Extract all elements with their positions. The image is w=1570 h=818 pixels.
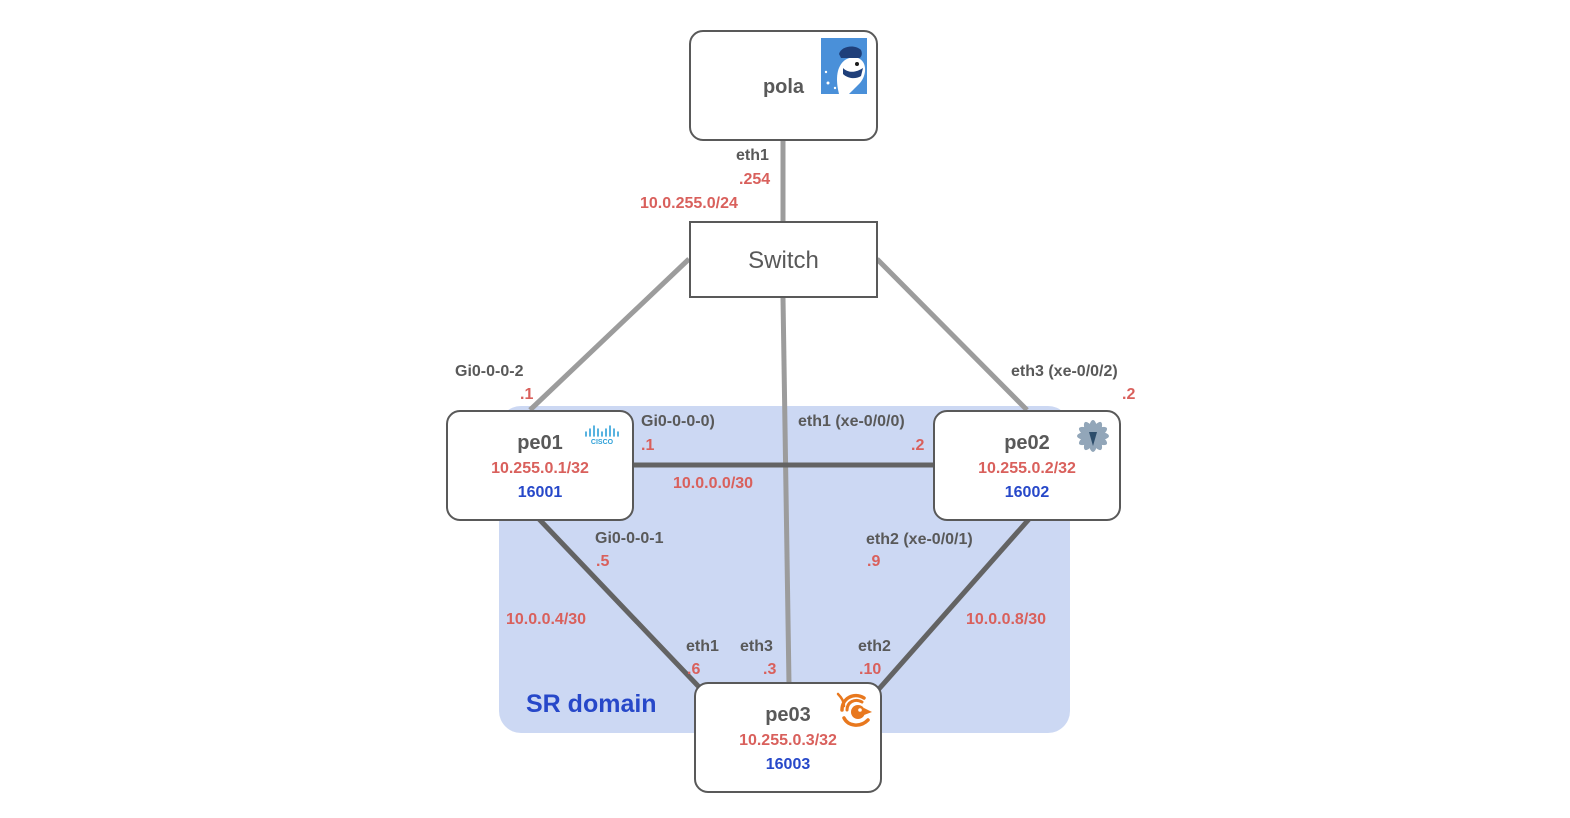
node-pe02-loopback: 10.255.0.2/32 xyxy=(978,460,1076,477)
pe02-pe03-subnet-label: 10.0.0.8/30 xyxy=(966,611,1047,628)
node-pe01-sid: 16001 xyxy=(517,484,563,501)
pe03-mgmt-addr-label: .3 xyxy=(763,661,777,678)
svg-text:CISCO: CISCO xyxy=(591,439,614,446)
link-pe02-pe03 xyxy=(876,516,1032,692)
node-pe01[interactable]: pe01 10.255.0.1/32 16001 CISCO xyxy=(446,410,634,521)
pe01-pe03-b-if-label: eth1 xyxy=(686,638,719,655)
node-pe02[interactable]: pe02 10.255.0.2/32 16002 xyxy=(933,410,1121,521)
sr-domain-label: SR domain xyxy=(526,690,657,718)
frr-bird-icon xyxy=(836,692,872,727)
pe02-pe03-b-if-label: eth2 xyxy=(858,638,891,655)
cisco-logo-icon: CISCO xyxy=(585,425,619,446)
node-pola[interactable]: pola xyxy=(689,30,878,141)
pe01-pe02-b-addr-label: .2 xyxy=(911,437,925,454)
pe02-mgmt-addr-label: .2 xyxy=(1122,386,1136,403)
pola-addr-label: .254 xyxy=(739,171,771,188)
pe01-pe03-subnet-label: 10.0.0.4/30 xyxy=(506,611,587,628)
mgmt-subnet-label: 10.0.255.0/24 xyxy=(640,195,738,212)
node-pe03-sid: 16003 xyxy=(765,756,811,773)
link-switch-pe02 xyxy=(875,257,1029,412)
pe02-mgmt-if-label: eth3 (xe-0/0/2) xyxy=(1011,363,1118,380)
node-pe03-name: pe03 xyxy=(765,704,811,726)
pe01-mgmt-if-label: Gi0-0-0-2 xyxy=(455,363,524,380)
node-pe02-name: pe02 xyxy=(1004,432,1050,454)
pe01-pe03-b-addr-label: .6 xyxy=(687,661,701,678)
pe01-mgmt-addr-label: .1 xyxy=(520,386,534,403)
pe01-pe02-subnet-label: 10.0.0.0/30 xyxy=(673,475,754,492)
pe01-pe02-a-addr-label: .1 xyxy=(641,437,655,454)
pe01-pe03-a-if-label: Gi0-0-0-1 xyxy=(595,530,664,547)
pe01-pe02-b-if-label: eth1 (xe-0/0/0) xyxy=(798,413,905,430)
node-pe03-loopback: 10.255.0.3/32 xyxy=(739,732,837,749)
node-pe03[interactable]: pe03 10.255.0.3/32 16003 xyxy=(694,682,882,793)
pe02-pe03-a-addr-label: .9 xyxy=(867,553,881,570)
node-pe01-loopback: 10.255.0.1/32 xyxy=(491,460,589,477)
node-pe01-name: pe01 xyxy=(517,432,563,454)
node-pe02-sid: 16002 xyxy=(1004,484,1050,501)
switch-label: Switch xyxy=(748,247,819,274)
juniper-flower-icon xyxy=(1077,420,1109,452)
pe02-pe03-a-if-label: eth2 (xe-0/0/1) xyxy=(866,531,973,548)
link-pe01-pe03 xyxy=(536,516,702,690)
switch-box[interactable]: Switch xyxy=(689,221,878,298)
pe01-pe02-a-if-label: Gi0-0-0-0) xyxy=(641,413,715,430)
pola-if-label: eth1 xyxy=(736,147,769,164)
link-switch-pe01 xyxy=(528,257,691,412)
pe01-pe03-a-addr-label: .5 xyxy=(596,553,610,570)
link-switch-pe03 xyxy=(780,297,792,685)
pe03-mgmt-if-label: eth3 xyxy=(740,638,773,655)
pe02-pe03-b-addr-label: .10 xyxy=(859,661,882,678)
node-pola-name: pola xyxy=(762,76,805,98)
polar-bear-icon xyxy=(821,38,867,94)
